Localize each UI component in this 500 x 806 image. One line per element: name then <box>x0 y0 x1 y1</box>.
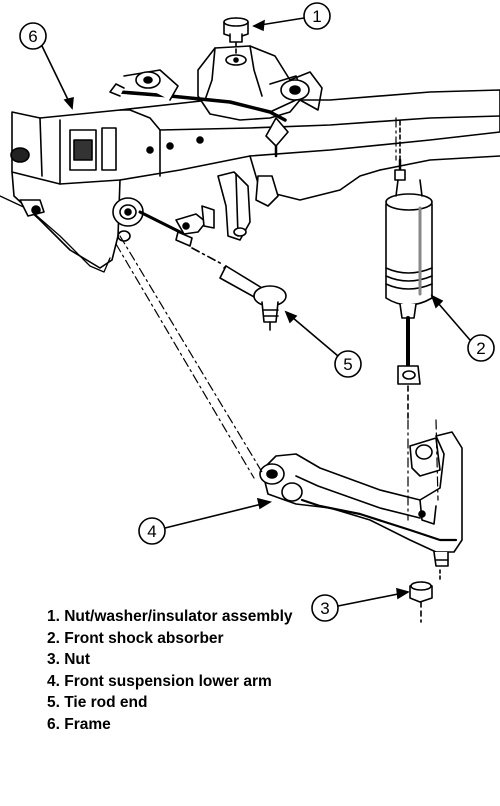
legend-item: 4. Front suspension lower arm <box>47 672 272 690</box>
legend-item: 6. Frame <box>47 715 111 733</box>
legend-item: 2. Front shock absorber <box>47 629 224 647</box>
callout-5-number: 5 <box>343 355 352 374</box>
legend-item: 5. Tie rod end <box>47 694 148 711</box>
legend-item: 3. Nut <box>47 651 91 668</box>
nut-washer-insulator-assembly <box>223 17 249 55</box>
assembly-center-lines <box>115 117 439 521</box>
callout-2-number: 2 <box>476 339 485 358</box>
front-shock-absorber <box>385 119 433 421</box>
callout-1: 1 <box>252 2 331 32</box>
callout-3-number: 3 <box>320 599 329 618</box>
steering-rod <box>112 197 193 247</box>
tie-rod-end <box>191 247 287 331</box>
callout-4-number: 4 <box>147 522 156 541</box>
callout-5: 5 <box>284 310 362 378</box>
callout-6-number: 6 <box>28 27 37 46</box>
callout-3: 3 <box>311 587 411 622</box>
callout-2: 2 <box>430 294 495 362</box>
callout-1-number: 1 <box>312 7 321 26</box>
upper-control-arm <box>109 69 310 158</box>
parts-legend: 1. Nut/washer/insulator assembly 2. Fron… <box>47 606 377 735</box>
frame-rail <box>0 89 500 273</box>
callout-6: 6 <box>19 22 74 110</box>
legend-item: 1. Nut/washer/insulator assembly <box>47 608 293 625</box>
front-suspension-lower-arm <box>259 431 463 567</box>
callout-4: 4 <box>138 497 273 545</box>
lower-nut <box>409 569 441 623</box>
frame-brackets <box>175 171 279 241</box>
